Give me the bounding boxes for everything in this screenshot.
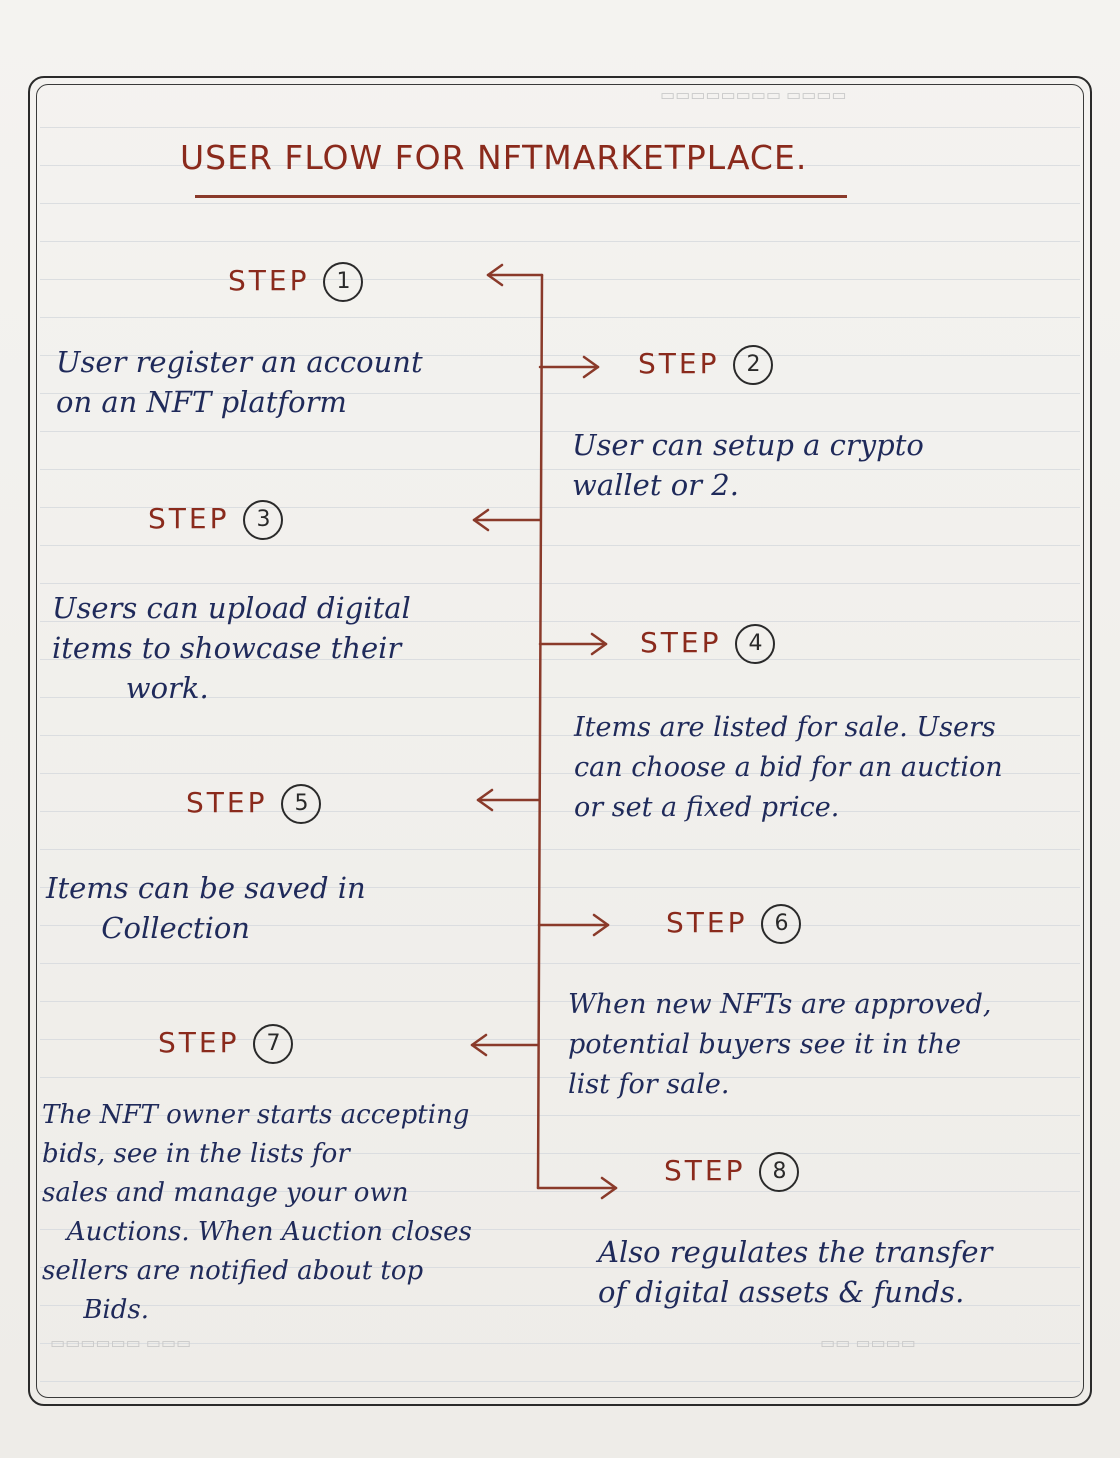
step-3-label: STEP [148,502,230,535]
ruled-lines [40,90,1080,1400]
page-border-outer [28,76,1092,1406]
arrowhead-step-6 [592,913,610,937]
step-7-number-circle: 7 [253,1024,294,1064]
arrowhead-step-4 [590,632,608,656]
step-5-label: STEP [186,786,268,819]
title-underline [195,195,847,198]
step-2-description: User can setup a crypto wallet or 2. [572,428,924,502]
step-2-heading: STEP 2 [638,345,774,385]
page-title: USER FLOW FOR NFTMARKETPLACE. [180,138,808,177]
step-1-description: User register an account on an NFT platf… [56,345,423,419]
arrowhead-step-1 [486,263,504,287]
step-1-number-circle: 1 [323,262,364,302]
step-6-description: When new NFTs are approved, potential bu… [568,989,992,1100]
step-8-description: Also regulates the transfer of digital a… [598,1235,993,1309]
step-8-number-circle: 8 [759,1152,800,1192]
step-6-number-circle: 6 [761,904,802,944]
page-border-inner [36,84,1084,1398]
step-6-label: STEP [666,906,748,939]
step-4-number-circle: 4 [735,624,776,664]
step-3-number-circle: 3 [243,500,284,540]
step-3-description: Users can upload digital items to showca… [52,591,411,705]
step-4-label: STEP [640,626,722,659]
arrowhead-step-5 [476,788,494,812]
step-3-heading: STEP 3 [148,500,284,540]
arrowhead-step-7 [470,1033,488,1057]
step-6-heading: STEP 6 [666,904,802,944]
step-7-heading: STEP 7 [158,1024,294,1064]
step-1-label: STEP [228,264,310,297]
step-7-label: STEP [158,1026,240,1059]
step-2-label: STEP [638,347,720,380]
arrowhead-step-8 [600,1176,618,1200]
step-8-label: STEP [664,1154,746,1187]
step-4-description: Items are listed for sale. Users can cho… [574,712,1003,823]
step-1-heading: STEP 1 [228,262,364,302]
arrowhead-step-3 [472,508,490,532]
step-5-heading: STEP 5 [186,784,322,824]
step-4-heading: STEP 4 [640,624,776,664]
step-5-number-circle: 5 [281,784,322,824]
arrowhead-step-2 [582,355,600,379]
step-2-number-circle: 2 [733,345,774,385]
flow-spine [536,273,544,1190]
step-5-description: Items can be saved in Collection [46,871,366,945]
step-7-description: The NFT owner starts accepting bids, see… [42,1100,472,1325]
step-8-heading: STEP 8 [664,1152,800,1192]
